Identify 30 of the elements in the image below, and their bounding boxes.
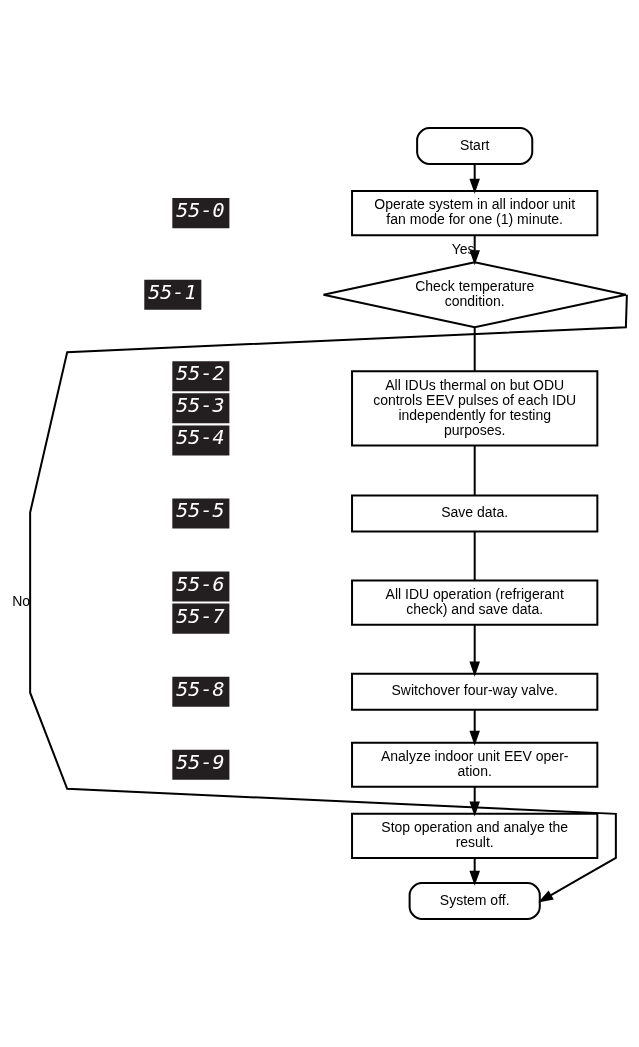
connector (473, 326, 476, 373)
arrow (469, 857, 480, 886)
arrow (469, 708, 480, 746)
label: 55-4 (176, 425, 225, 450)
arrow (469, 785, 480, 817)
label: 55-2 (176, 361, 225, 386)
label: 55-3 (176, 393, 225, 418)
node-box: Operate system in all indoor unit fan mode for one (1) minute. (351, 190, 599, 237)
arrow (469, 234, 480, 266)
label: 55-0 (176, 198, 225, 223)
label: 55-1 (148, 279, 197, 304)
node-box: Switchover four-way valve. (351, 672, 599, 711)
node-box: System off. (408, 881, 541, 920)
label: 55-9 (176, 749, 225, 774)
node-diamond: Check temperature condition. (322, 261, 627, 329)
label: 55-8 (176, 676, 225, 701)
node-box: Start (416, 127, 534, 166)
label: 55-5 (176, 498, 225, 523)
node-box: Stop operation and analye the result. (351, 812, 599, 859)
node-box: Save data. (351, 494, 599, 533)
connector (473, 444, 476, 497)
node-box: All IDU operation (refrigerant check) and save data. (351, 579, 599, 626)
node-box: Analyze indoor unit EEV oper- ation. (351, 741, 599, 788)
arrow (29, 293, 628, 903)
arrow (469, 623, 480, 677)
label: 55-7 (176, 603, 225, 628)
arrow (469, 163, 480, 194)
label: 55-6 (176, 571, 225, 596)
node-box: All IDUs thermal on but ODU controls EEV pulses of each IDU independently for testing purposes. (351, 370, 599, 447)
connector (473, 530, 476, 582)
